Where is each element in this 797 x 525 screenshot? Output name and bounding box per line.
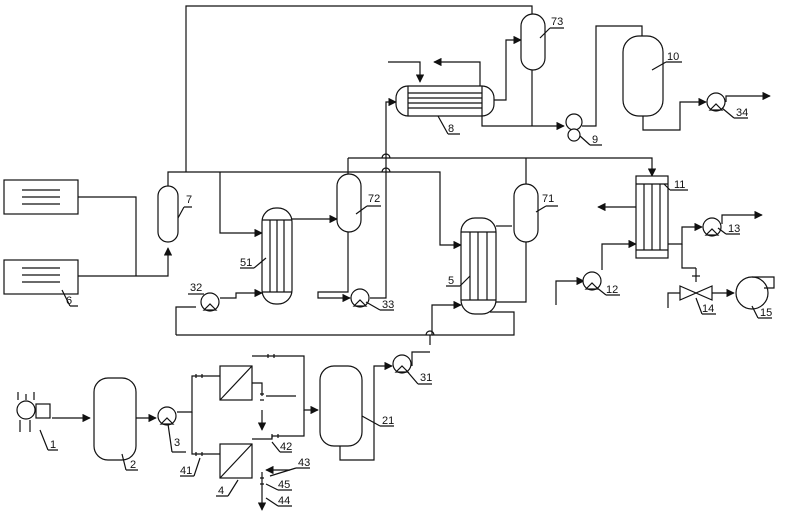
leader-lines xyxy=(39,27,772,507)
label-4: 4 xyxy=(218,485,224,497)
reactor-51 xyxy=(261,207,293,305)
label-33: 33 xyxy=(382,299,394,311)
membrane-unit-4 xyxy=(219,443,253,479)
reactor-5 xyxy=(460,217,497,315)
crossing-hops xyxy=(381,153,435,336)
label-51: 51 xyxy=(240,257,252,269)
labels: 6 7 51 72 71 73 5 8 9 10 11 12 13 14 15 … xyxy=(50,16,772,507)
label-6: 6 xyxy=(66,295,72,307)
pump-34 xyxy=(706,92,726,112)
label-21: 21 xyxy=(382,415,394,427)
pump-9 xyxy=(565,113,583,142)
feed-tank-2 xyxy=(93,377,137,461)
label-10: 10 xyxy=(667,51,679,63)
label-1: 1 xyxy=(50,439,56,451)
label-73: 73 xyxy=(551,16,563,28)
label-12: 12 xyxy=(606,284,618,296)
source-box-upper xyxy=(3,179,79,215)
membrane-upper xyxy=(219,365,253,401)
valve-14 xyxy=(679,275,713,301)
pump-13 xyxy=(702,217,722,237)
raw-feed-pump-1 xyxy=(16,392,51,432)
exchanger-8 xyxy=(395,85,495,117)
pump-33 xyxy=(350,288,370,308)
label-42: 42 xyxy=(280,441,292,453)
small-valves xyxy=(195,354,279,485)
label-7: 7 xyxy=(186,194,192,206)
pump-3 xyxy=(157,406,177,426)
label-34: 34 xyxy=(736,107,748,119)
pump-12 xyxy=(582,271,602,291)
label-15: 15 xyxy=(760,307,772,319)
label-45: 45 xyxy=(278,479,290,491)
label-72: 72 xyxy=(368,193,380,205)
label-3: 3 xyxy=(174,437,180,449)
label-5: 5 xyxy=(448,275,454,287)
separator-72 xyxy=(336,173,362,233)
label-2: 2 xyxy=(130,459,136,471)
label-8: 8 xyxy=(448,123,454,135)
pump-31 xyxy=(392,354,412,374)
exchanger-11 xyxy=(635,175,669,259)
label-11: 11 xyxy=(674,179,685,191)
tank-10 xyxy=(622,35,664,117)
pumps xyxy=(157,92,726,426)
label-9: 9 xyxy=(592,134,598,146)
separator-7 xyxy=(157,185,179,243)
label-32: 32 xyxy=(190,282,202,294)
label-31: 31 xyxy=(420,372,432,384)
label-41: 41 xyxy=(180,465,192,477)
label-71: 71 xyxy=(542,193,554,205)
label-43: 43 xyxy=(298,457,310,469)
compressor-15 xyxy=(735,276,775,310)
piping xyxy=(52,5,771,511)
tank-21 xyxy=(319,365,363,447)
separator-73 xyxy=(520,13,546,71)
label-13: 13 xyxy=(728,223,740,235)
label-14: 14 xyxy=(702,303,714,315)
pump-32 xyxy=(200,292,220,312)
separator-71 xyxy=(513,183,539,243)
label-44: 44 xyxy=(278,495,290,507)
source-box-6 xyxy=(3,259,79,295)
